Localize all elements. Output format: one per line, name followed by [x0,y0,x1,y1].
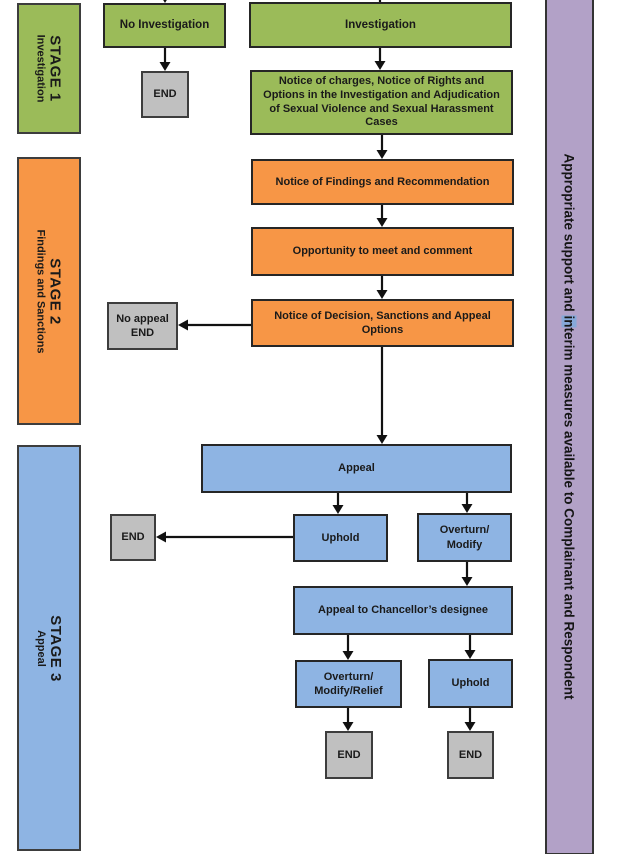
stage-3-subtitle: Appeal [34,629,47,667]
flow-node-end-3: END [325,731,373,779]
stage-3-bar: STAGE 3 Appeal [17,445,81,851]
stage-1-label: STAGE 1 Investigation [35,35,64,103]
flow-node-end-4: END [447,731,494,779]
flow-node-opportunity-to-meet: Opportunity to meet and comment [251,227,514,276]
flow-node-notice-of-findings: Notice of Findings and Recommendation [251,159,514,205]
flow-node-no-appeal-end: No appeal END [107,302,178,350]
stage-2-bar: STAGE 2 Findings and Sanctions [17,157,81,425]
flow-node-uphold-first: Uphold [293,514,388,562]
stage-2-label: STAGE 2 Findings and Sanctions [35,229,64,353]
flow-node-appeal: Appeal [201,444,512,493]
support-measures-bar: Appropriate support and interim measures… [545,0,594,854]
support-measures-text: Appropriate support and interim measures… [562,153,577,699]
stage-3-label: STAGE 3 Appeal [35,615,64,682]
stage-2-subtitle: Findings and Sanctions [34,228,47,354]
flow-node-notice-of-decision: Notice of Decision, Sanctions and Appeal… [251,299,514,347]
flow-node-appeal-to-chancellor: Appeal to Chancellor’s designee [293,586,513,635]
stage-1-bar: STAGE 1 Investigation [17,3,81,134]
stage-2-title: STAGE 2 [46,257,64,325]
flow-node-no-investigation: No Investigation [103,3,226,48]
flow-node-uphold-second: Uphold [428,659,513,708]
flow-node-investigation: Investigation [249,2,512,48]
flow-node-overturn-modify-relief: Overturn/ Modify/Relief [295,660,402,708]
stage-1-title: STAGE 1 [46,35,64,102]
flow-node-notice-of-charges: Notice of charges, Notice of Rights and … [250,70,513,135]
stage-3-title: STAGE 3 [46,614,64,682]
flow-node-end-1: END [141,71,189,118]
support-text-before: Appropriate support and [562,152,577,315]
stage-1-subtitle: Investigation [34,34,47,103]
flow-node-overturn-modify: Overturn/ Modify [417,513,512,562]
support-text-after: terim measures available to Complainant … [562,326,577,700]
support-text-highlight: in [562,314,577,327]
flow-node-end-2: END [110,514,156,561]
